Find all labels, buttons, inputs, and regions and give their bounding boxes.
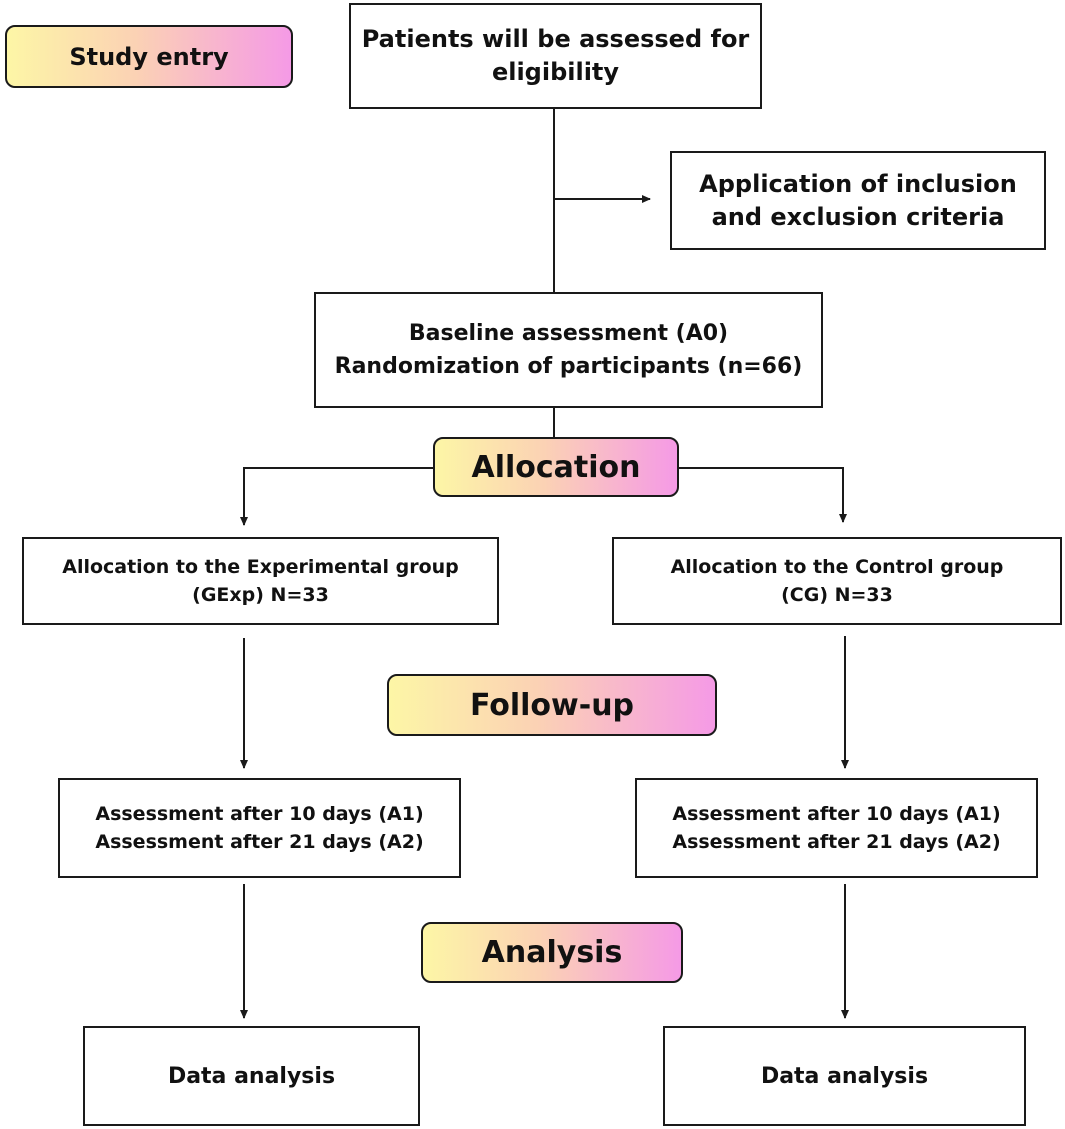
data-analysis-left-box: Data analysis xyxy=(83,1026,420,1126)
assessment-right-line-1: Assessment after 10 days (A1) xyxy=(672,803,1001,825)
stage-follow-up: Follow-up xyxy=(387,674,717,736)
stage-analysis: Analysis xyxy=(421,922,683,983)
eligibility-box: Patients will be assessed for eligibilit… xyxy=(349,3,762,109)
stage-study-entry-label: Study entry xyxy=(69,42,229,71)
criteria-line-2: and exclusion criteria xyxy=(711,202,1005,231)
experimental-group-line-2: (GExp) N=33 xyxy=(192,584,329,606)
baseline-line-1: Baseline assessment (A0) xyxy=(408,321,729,346)
stage-allocation-label: Allocation xyxy=(471,449,641,485)
control-group-line-2: (CG) N=33 xyxy=(781,584,893,606)
experimental-group-line-1: Allocation to the Experimental group xyxy=(62,556,459,578)
criteria-line-1: Application of inclusion xyxy=(699,169,1017,198)
assessment-left-line-1: Assessment after 10 days (A1) xyxy=(95,803,424,825)
criteria-box: Application of inclusion and exclusion c… xyxy=(670,151,1046,250)
data-analysis-right-label: Data analysis xyxy=(760,1063,929,1089)
assessment-right-box: Assessment after 10 days (A1) Assessment… xyxy=(635,778,1038,878)
stage-allocation: Allocation xyxy=(433,437,679,497)
assessment-left-box: Assessment after 10 days (A1) Assessment… xyxy=(58,778,461,878)
stage-study-entry: Study entry xyxy=(5,25,293,88)
stage-analysis-label: Analysis xyxy=(481,935,623,970)
connector-allocation-left xyxy=(240,467,433,526)
experimental-group-box: Allocation to the Experimental group (GE… xyxy=(22,537,499,625)
stage-follow-up-label: Follow-up xyxy=(469,687,635,723)
baseline-box: Baseline assessment (A0) Randomization o… xyxy=(314,292,823,408)
eligibility-line-1: Patients will be assessed for xyxy=(361,25,750,53)
connector-allocation-right xyxy=(679,467,847,523)
data-analysis-left-label: Data analysis xyxy=(167,1063,336,1089)
eligibility-line-2: eligibility xyxy=(491,58,620,86)
control-group-box: Allocation to the Control group (CG) N=3… xyxy=(612,537,1062,625)
data-analysis-right-box: Data analysis xyxy=(663,1026,1026,1126)
assessment-left-line-2: Assessment after 21 days (A2) xyxy=(95,831,424,853)
assessment-right-line-2: Assessment after 21 days (A2) xyxy=(672,831,1001,853)
baseline-line-2: Randomization of participants (n=66) xyxy=(334,354,803,379)
control-group-line-1: Allocation to the Control group xyxy=(670,556,1004,578)
